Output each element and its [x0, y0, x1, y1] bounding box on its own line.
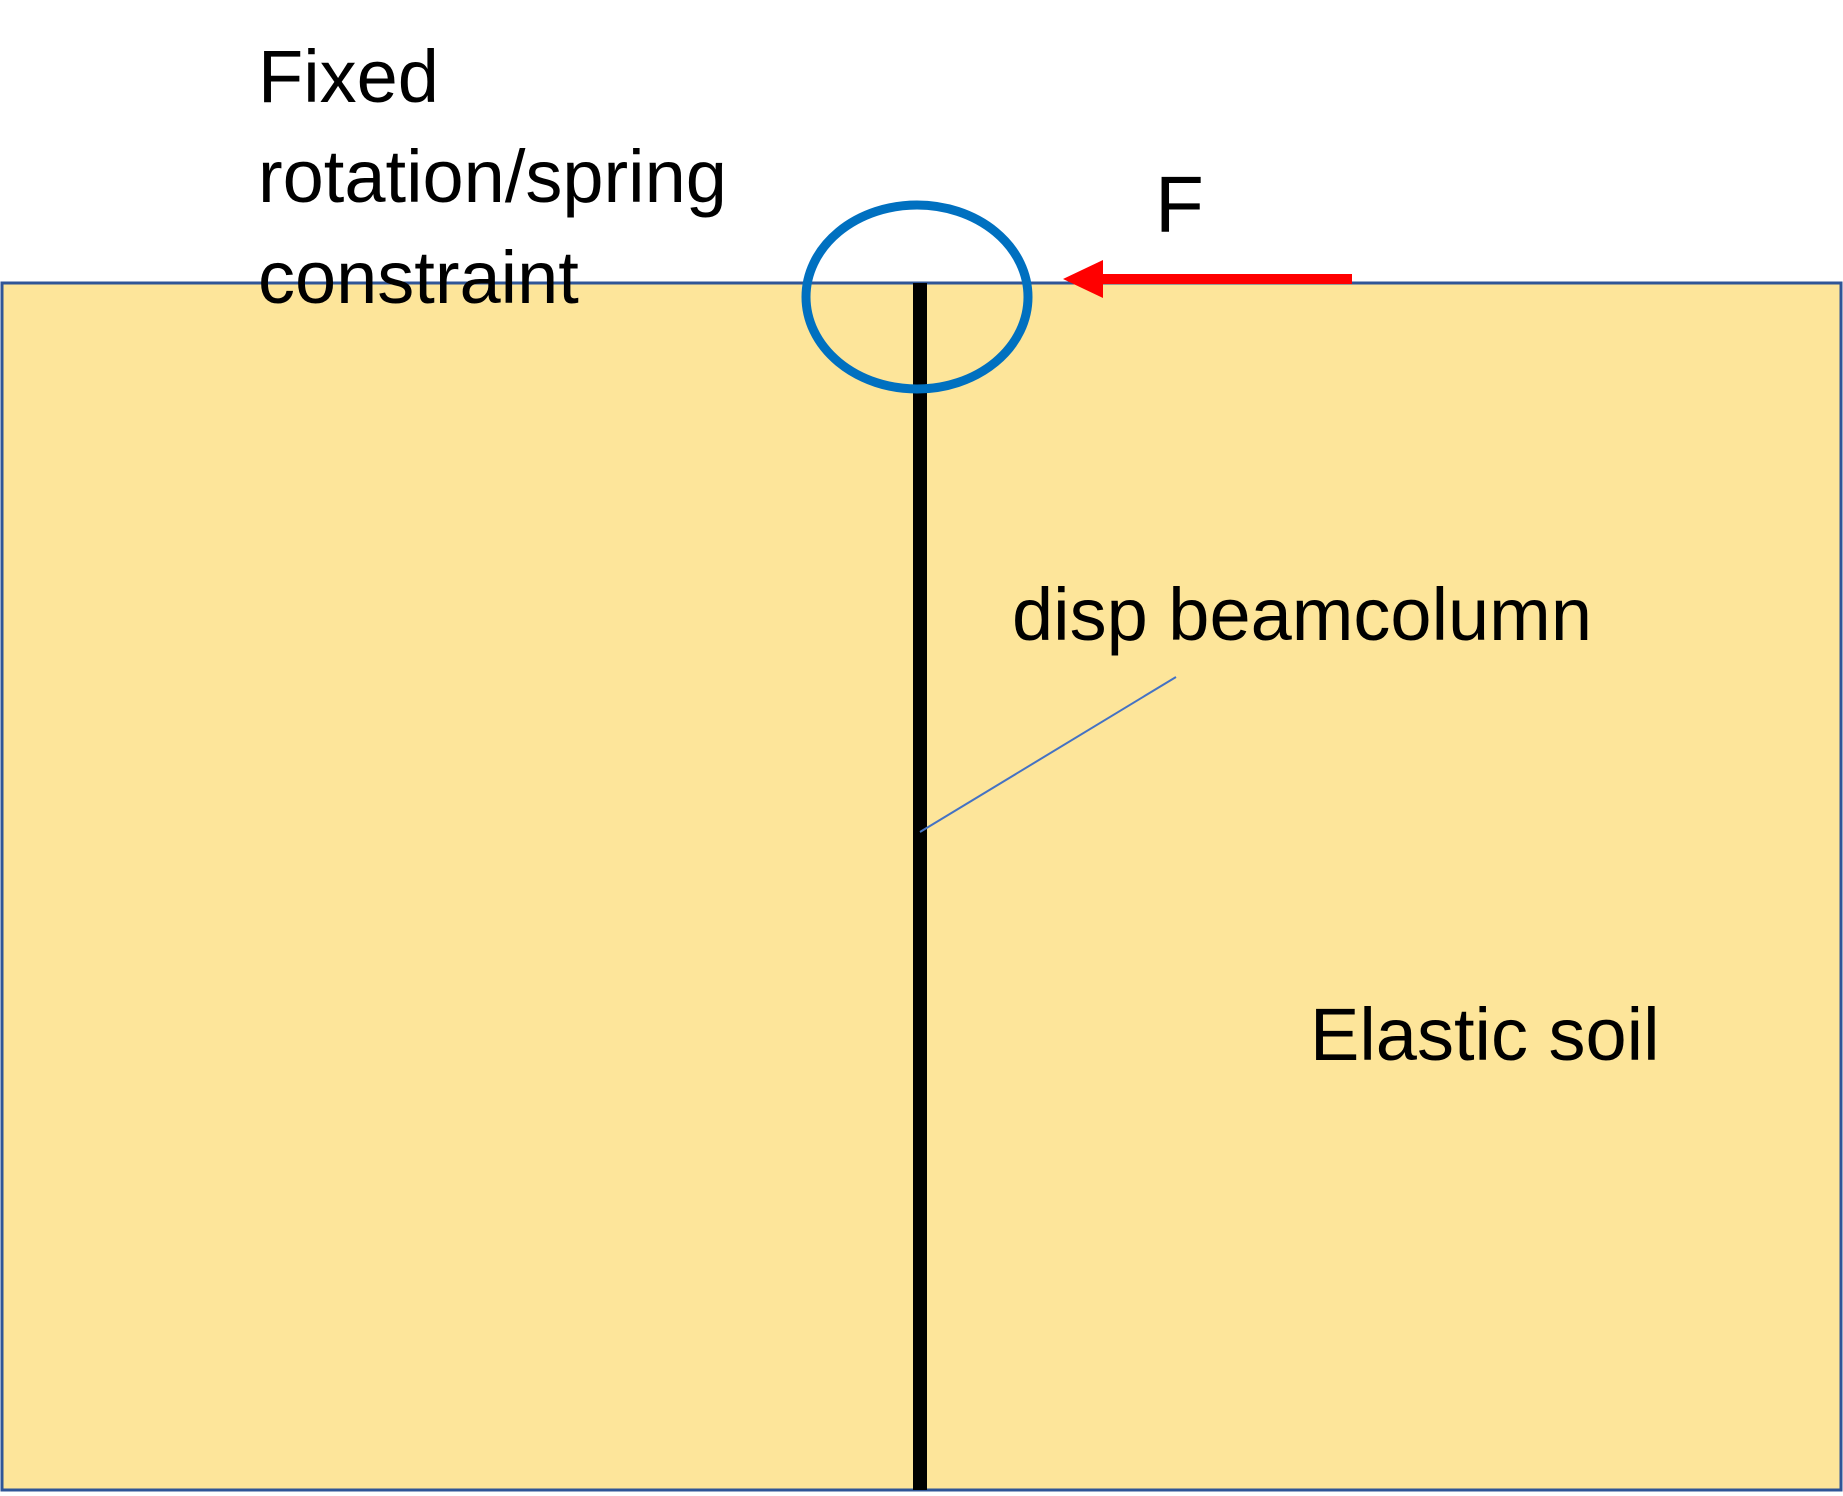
force-arrow-head	[1063, 260, 1103, 298]
force-label: F	[1155, 160, 1204, 249]
constraint-circle	[801, 200, 1033, 394]
constraint-label-line-2: rotation/spring	[258, 135, 727, 218]
constraint-label-line-1: Fixed	[258, 35, 439, 118]
soil-label: Elastic soil	[1310, 993, 1660, 1076]
constraint-label-line-3: constraint	[258, 236, 579, 319]
beam-leader-line	[919, 676, 1177, 833]
beam-label: disp beamcolumn	[1012, 573, 1592, 656]
force-arrow	[1063, 260, 1352, 298]
